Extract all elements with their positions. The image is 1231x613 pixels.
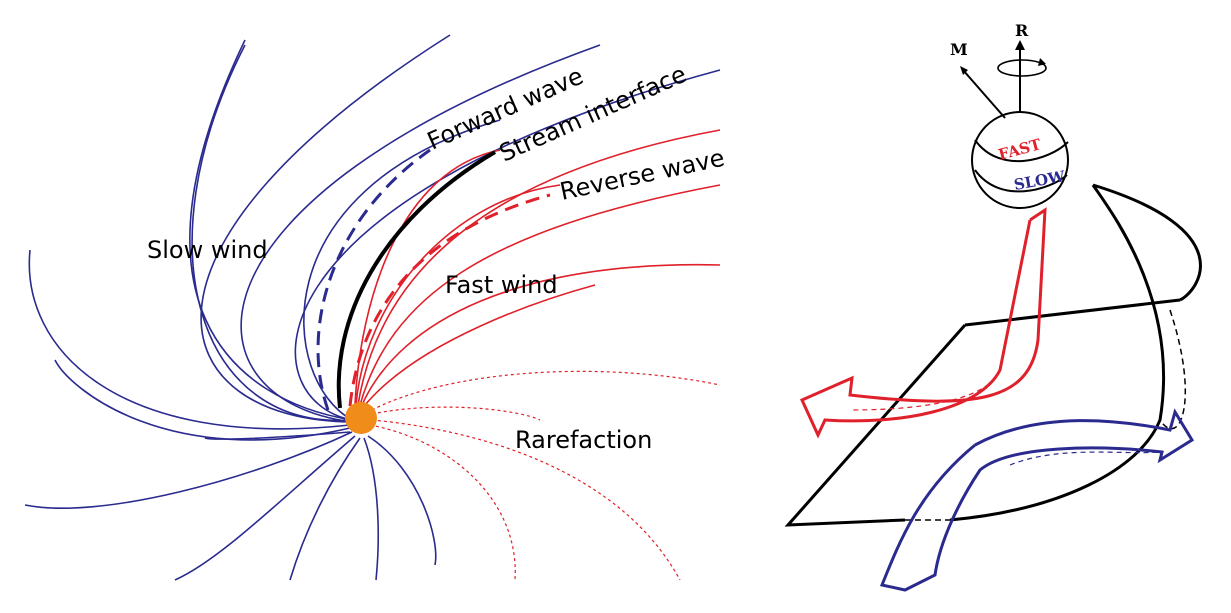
rarefaction-line	[371, 370, 721, 411]
sphere	[971, 111, 1069, 209]
sheet-hidden	[1159, 309, 1187, 430]
fast-wind-label: Fast wind	[445, 271, 558, 299]
slow-line	[191, 44, 351, 422]
fast-line	[359, 184, 721, 406]
stream-interface-line	[336, 150, 497, 409]
reverse-wave-label: Reverse wave	[557, 144, 727, 206]
magnetic-axis-arrow	[962, 69, 1006, 119]
sphere-band-lower	[974, 169, 1068, 193]
m-label: M	[950, 40, 968, 59]
slow-stream-arrow	[879, 408, 1195, 592]
fast-line	[361, 263, 721, 406]
slow-line	[367, 435, 437, 566]
r-label: R	[1015, 21, 1029, 40]
sun	[345, 402, 377, 434]
rarefaction-lines	[369, 370, 721, 581]
slow-line	[363, 437, 380, 581]
fast-line	[364, 284, 596, 406]
slow-line	[294, 69, 721, 421]
slow-line	[54, 359, 351, 441]
sheet-twist-inner	[949, 184, 1166, 522]
slow-line	[28, 249, 351, 430]
slow-wind-label: Slow wind	[147, 236, 268, 264]
rotation-icon	[997, 59, 1047, 77]
sphere-group: FAST SLOW M R	[950, 21, 1069, 209]
rotation-axis-arrowhead	[1015, 40, 1025, 50]
reverse-wave-line	[348, 193, 551, 407]
sphere-band-upper	[974, 139, 1069, 163]
forward-wave-line	[316, 148, 431, 411]
slow-line	[303, 119, 501, 421]
rotation-arrowhead	[1038, 58, 1046, 66]
magnetic-axis-arrowhead	[960, 66, 968, 75]
slow-wind-field-lines	[24, 34, 721, 581]
slow-line	[174, 435, 356, 581]
rarefaction-line	[371, 406, 541, 421]
fast-line	[357, 129, 721, 406]
current-sheet	[784, 183, 1202, 527]
slow-line	[24, 431, 353, 509]
slow-line	[200, 34, 451, 423]
sheet-plane	[784, 298, 1181, 527]
rarefaction-line	[369, 424, 516, 581]
sheet-twist-outer	[1092, 183, 1202, 302]
fast-stream-arrow	[800, 207, 1047, 439]
rarefaction-label: Rarefaction	[515, 426, 652, 454]
slow-line	[204, 431, 351, 440]
slow-line	[189, 39, 353, 421]
slow-line	[289, 437, 361, 581]
slow-line	[240, 44, 601, 423]
